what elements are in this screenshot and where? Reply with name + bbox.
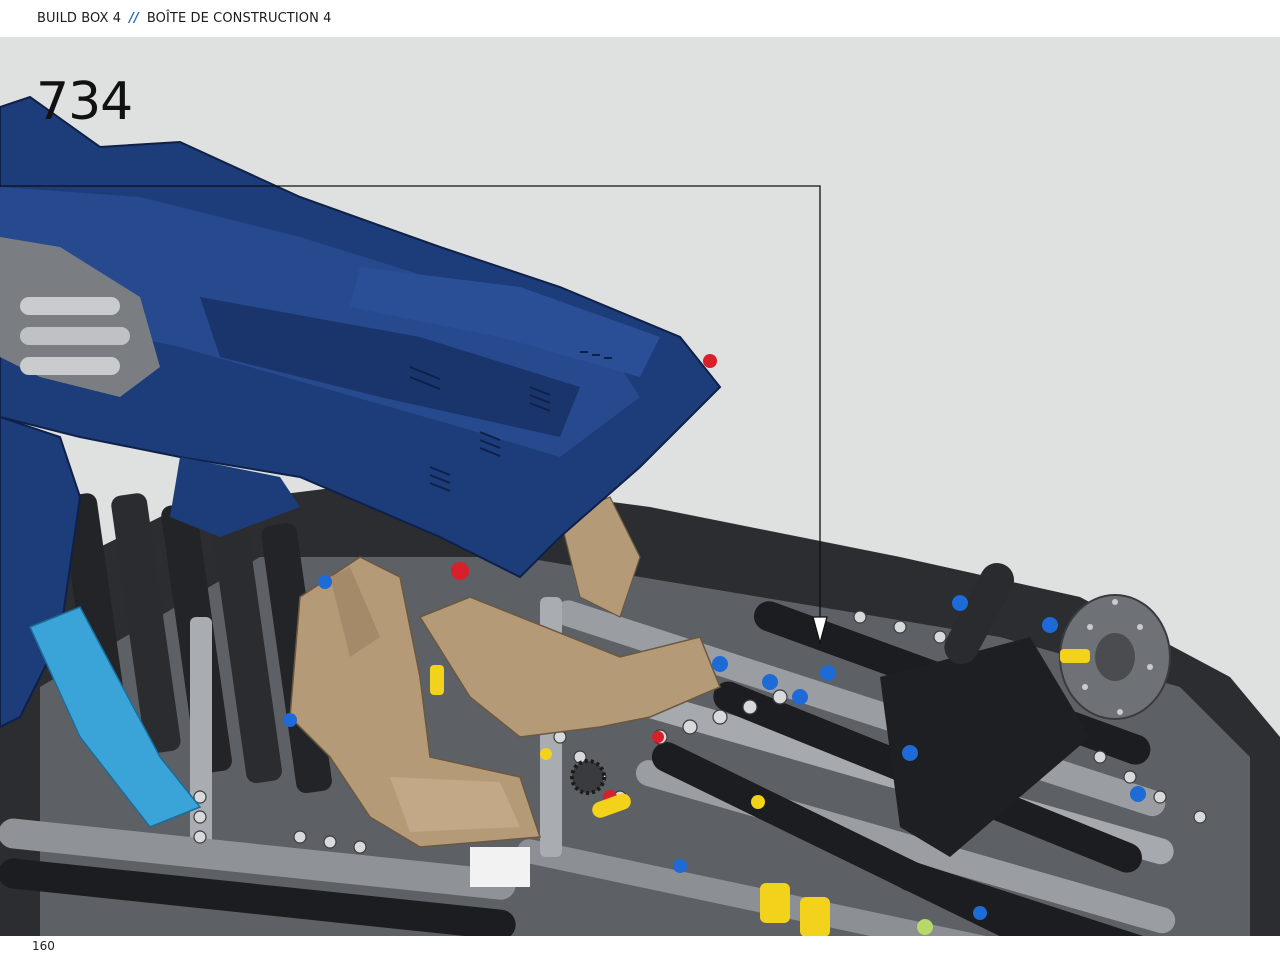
car-body: [0, 95, 722, 828]
page-number: 160: [32, 939, 55, 953]
gear: [570, 759, 606, 795]
page-header: BUILD BOX 4 // BOÎTE DE CONSTRUCTION 4: [0, 0, 1280, 37]
wheel-hub: [1059, 594, 1171, 720]
seats: [289, 496, 721, 848]
model-illustration: [0, 95, 1280, 936]
build-box-label-french: BOÎTE DE CONSTRUCTION 4: [146, 11, 332, 26]
instruction-canvas: [0, 37, 1280, 936]
page-footer: [0, 936, 1280, 974]
step-number: 734: [36, 72, 133, 132]
build-box-label: BUILD BOX 4: [37, 11, 122, 26]
arrow-down-icon: [812, 616, 828, 646]
callout-line: [0, 185, 821, 622]
accent-pins: [283, 354, 1146, 936]
header-separator: //: [129, 11, 139, 26]
